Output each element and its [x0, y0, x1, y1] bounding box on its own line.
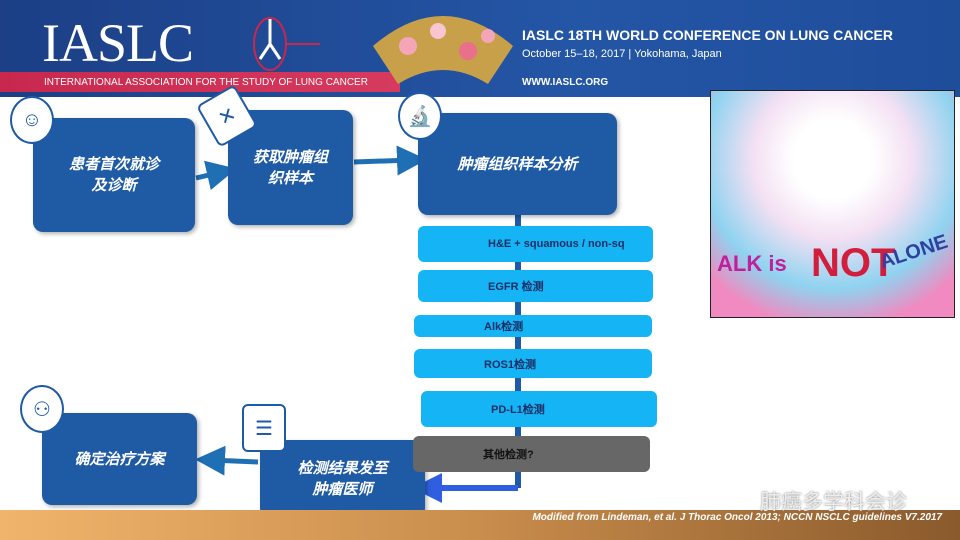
test-pdl1: PD-L1检测 [421, 391, 657, 427]
wechat-watermark: 肺癌多学科会诊 [760, 491, 907, 514]
footer-band [0, 510, 960, 540]
test-egfr: EGFR 检测 [418, 270, 653, 302]
lung-icon [253, 17, 320, 71]
step-initial-diagnosis: 患者首次就诊 及诊断 [33, 118, 195, 232]
microscope-icon: 🔬 [398, 92, 442, 140]
doctor-icon: ☺ [10, 96, 54, 144]
alk-not-alone-image: ALK is NOT ALONE [710, 90, 955, 318]
banner-red-band [0, 72, 400, 92]
citation: Modified from Lindeman, et al. J Thorac … [532, 512, 942, 523]
sakura-fan-image [373, 16, 513, 84]
association-name: INTERNATIONAL ASSOCIATION FOR THE STUDY … [44, 77, 368, 88]
iaslc-logo: IASLC [42, 13, 194, 73]
test-ros1: ROS1检测 [414, 349, 652, 378]
step-treatment-plan: 确定治疗方案 [42, 413, 197, 505]
conference-title: IASLC 18TH WORLD CONFERENCE ON LUNG CANC… [522, 27, 894, 43]
treatment-plan-icon: ⚇ [20, 385, 64, 433]
step-tissue-analysis: 肿瘤组织样本分析 [418, 113, 617, 215]
step-results-to-oncologist: 检测结果发至 肿瘤医师 [260, 440, 425, 518]
not-text: NOT [811, 241, 896, 285]
test-other: 其他检测? [413, 436, 650, 472]
test-alk: Alk检测 [414, 315, 652, 337]
website-link[interactable]: WWW.IASLC.ORG [522, 77, 609, 88]
report-icon: ☰ [242, 404, 286, 452]
conference-date: October 15–18, 2017 | Yokohama, Japan [522, 48, 722, 60]
alk-text: ALK is [717, 251, 787, 276]
test-he: H&E + squamous / non-sq [418, 226, 653, 262]
